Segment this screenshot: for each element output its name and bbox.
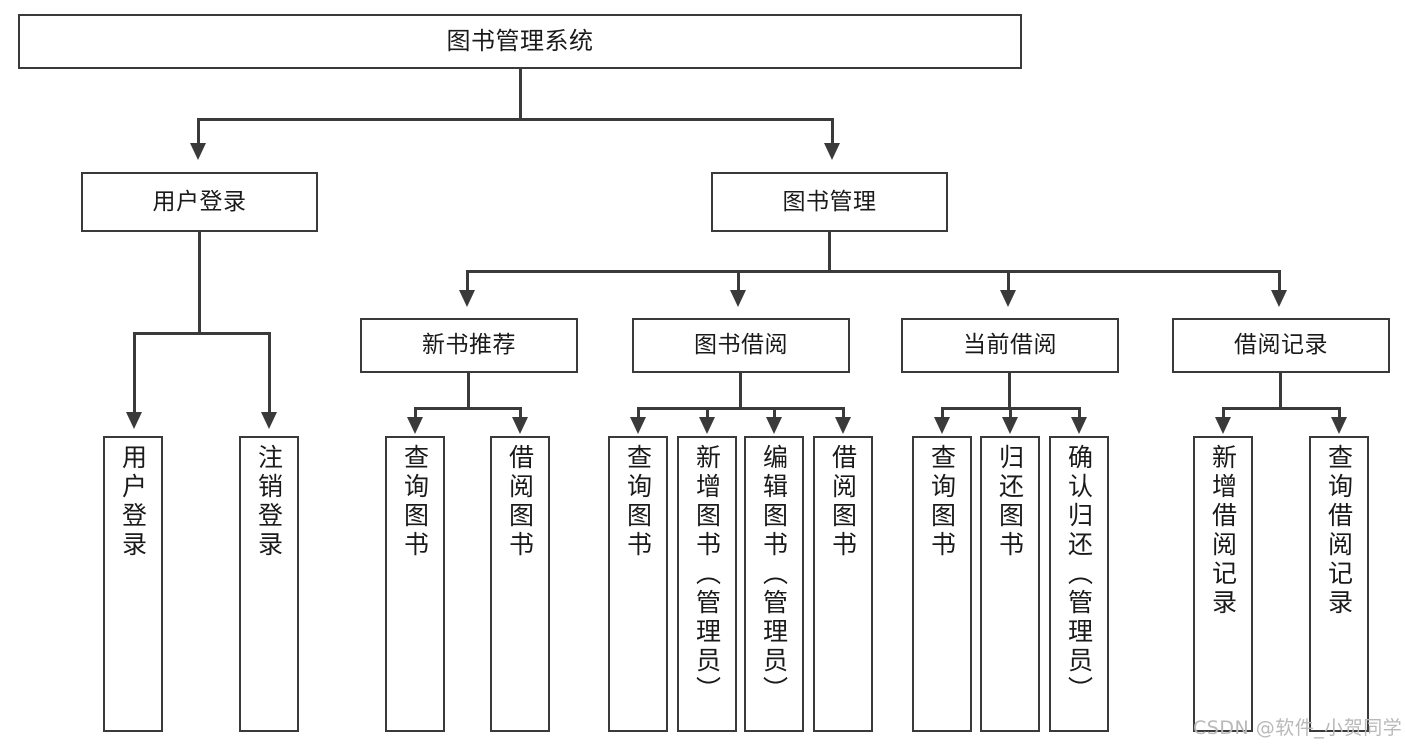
leaf-label: 新增图书（管理员） (692, 444, 722, 705)
connector-book-borrow-stem (739, 373, 742, 409)
arrow-new-book-to-leaf-0 (407, 417, 423, 434)
node-book-borrow-label: 图书借阅 (694, 332, 788, 359)
arrow-root-to-book-management (824, 143, 840, 160)
leaf-label: 查询图书 (927, 444, 957, 560)
leaf-label: 用户登录 (118, 444, 148, 560)
leaf-user-login-0[interactable]: 用户登录 (103, 436, 163, 732)
arrow-book-borrow-to-leaf-3 (835, 417, 851, 434)
node-new-book-recommend-label: 新书推荐 (422, 332, 516, 359)
node-new-book-recommend[interactable]: 新书推荐 (360, 318, 578, 373)
leaf-book-borrow-2[interactable]: 编辑图书（管理员） (744, 436, 804, 732)
leaf-label: 借阅图书 (505, 444, 535, 560)
arrow-user-login-to-leaf-1 (261, 412, 277, 429)
connector-root-to-book-management (831, 118, 834, 145)
arrow-current-borrow-to-leaf-0 (934, 417, 950, 434)
connector-current-borrow-to-leaf-0 (941, 407, 944, 419)
connector-user-login-to-leaf-1 (268, 332, 271, 414)
leaf-label: 查询借阅记录 (1324, 444, 1354, 618)
arrow-book-borrow-to-leaf-0 (630, 417, 646, 434)
connector-bm-to-new-book (466, 270, 469, 292)
leaf-label: 借阅图书 (828, 444, 858, 560)
leaf-current-borrow-0[interactable]: 查询图书 (912, 436, 972, 732)
node-user-login[interactable]: 用户登录 (81, 172, 318, 232)
leaf-label: 归还图书 (995, 444, 1025, 560)
connector-bm-to-book-borrow (737, 270, 740, 292)
arrow-current-borrow-to-leaf-2 (1071, 417, 1087, 434)
connector-current-borrow-to-leaf-1 (1009, 407, 1012, 419)
leaf-current-borrow-2[interactable]: 确认归还（管理员） (1049, 436, 1109, 732)
arrow-bm-to-book-borrow (730, 290, 746, 307)
arrow-bm-to-new-book (459, 290, 475, 307)
arrow-bm-to-borrow-record (1271, 290, 1287, 307)
node-root-book-management-system[interactable]: 图书管理系统 (18, 14, 1022, 69)
leaf-book-borrow-3[interactable]: 借阅图书 (813, 436, 873, 732)
connector-root-stem (519, 69, 522, 120)
arrow-user-login-to-leaf-0 (126, 412, 142, 429)
arrow-root-to-user-login (190, 143, 206, 160)
arrow-new-book-to-leaf-1 (512, 417, 528, 434)
connector-user-login-to-leaf-0 (133, 332, 136, 414)
leaf-new-book-recommend-1[interactable]: 借阅图书 (490, 436, 550, 732)
leaf-borrow-record-1[interactable]: 查询借阅记录 (1309, 436, 1369, 732)
connector-new-book-to-leaf-1 (519, 407, 522, 419)
connector-root-to-user-login (197, 118, 200, 145)
connector-book-management-stem (828, 232, 831, 272)
node-root-label: 图书管理系统 (446, 26, 594, 55)
arrow-borrow-record-to-leaf-0 (1215, 417, 1231, 434)
leaf-borrow-record-0[interactable]: 新增借阅记录 (1193, 436, 1253, 732)
connector-new-book-bus (414, 407, 522, 410)
node-user-login-label: 用户登录 (152, 188, 247, 215)
leaf-label: 查询图书 (400, 444, 430, 560)
connector-borrow-record-bus (1222, 407, 1341, 410)
connector-book-borrow-to-leaf-1 (706, 407, 709, 419)
connector-current-borrow-stem (1008, 373, 1011, 409)
connector-book-management-bus (466, 270, 1278, 273)
node-borrow-record-label: 借阅记录 (1234, 332, 1328, 359)
arrow-borrow-record-to-leaf-1 (1331, 417, 1347, 434)
connector-bm-to-current-borrow (1007, 270, 1010, 292)
arrow-current-borrow-to-leaf-1 (1002, 417, 1018, 434)
connector-book-borrow-bus (637, 407, 845, 410)
connector-new-book-stem (467, 373, 470, 409)
node-book-borrow[interactable]: 图书借阅 (632, 318, 850, 373)
leaf-user-login-1[interactable]: 注销登录 (239, 436, 299, 732)
connector-bm-to-borrow-record (1278, 270, 1281, 292)
connector-current-borrow-to-leaf-2 (1078, 407, 1081, 419)
connector-book-borrow-to-leaf-0 (637, 407, 640, 419)
connector-borrow-record-stem (1279, 373, 1282, 409)
leaf-book-borrow-1[interactable]: 新增图书（管理员） (677, 436, 737, 732)
connector-root-bus (197, 118, 834, 121)
leaf-book-borrow-0[interactable]: 查询图书 (608, 436, 668, 732)
arrow-book-borrow-to-leaf-1 (699, 417, 715, 434)
leaf-new-book-recommend-0[interactable]: 查询图书 (385, 436, 445, 732)
node-current-borrow[interactable]: 当前借阅 (901, 318, 1119, 373)
leaf-label: 确认归还（管理员） (1064, 444, 1094, 705)
connector-user-login-bus (133, 332, 271, 335)
connector-borrow-record-to-leaf-0 (1222, 407, 1225, 419)
connector-book-borrow-to-leaf-2 (773, 407, 776, 419)
arrow-bm-to-current-borrow (1000, 290, 1016, 307)
leaf-label: 注销登录 (254, 444, 284, 560)
leaf-label: 编辑图书（管理员） (759, 444, 789, 705)
node-book-management[interactable]: 图书管理 (711, 172, 948, 232)
connector-borrow-record-to-leaf-1 (1338, 407, 1341, 419)
connector-new-book-to-leaf-0 (414, 407, 417, 419)
connector-user-login-stem (198, 232, 201, 334)
node-borrow-record[interactable]: 借阅记录 (1172, 318, 1390, 373)
leaf-label: 查询图书 (623, 444, 653, 560)
leaf-current-borrow-1[interactable]: 归还图书 (980, 436, 1040, 732)
node-book-management-label: 图书管理 (782, 188, 877, 215)
connector-book-borrow-to-leaf-3 (842, 407, 845, 419)
arrow-book-borrow-to-leaf-2 (766, 417, 782, 434)
node-current-borrow-label: 当前借阅 (963, 332, 1057, 359)
leaf-label: 新增借阅记录 (1208, 444, 1238, 618)
